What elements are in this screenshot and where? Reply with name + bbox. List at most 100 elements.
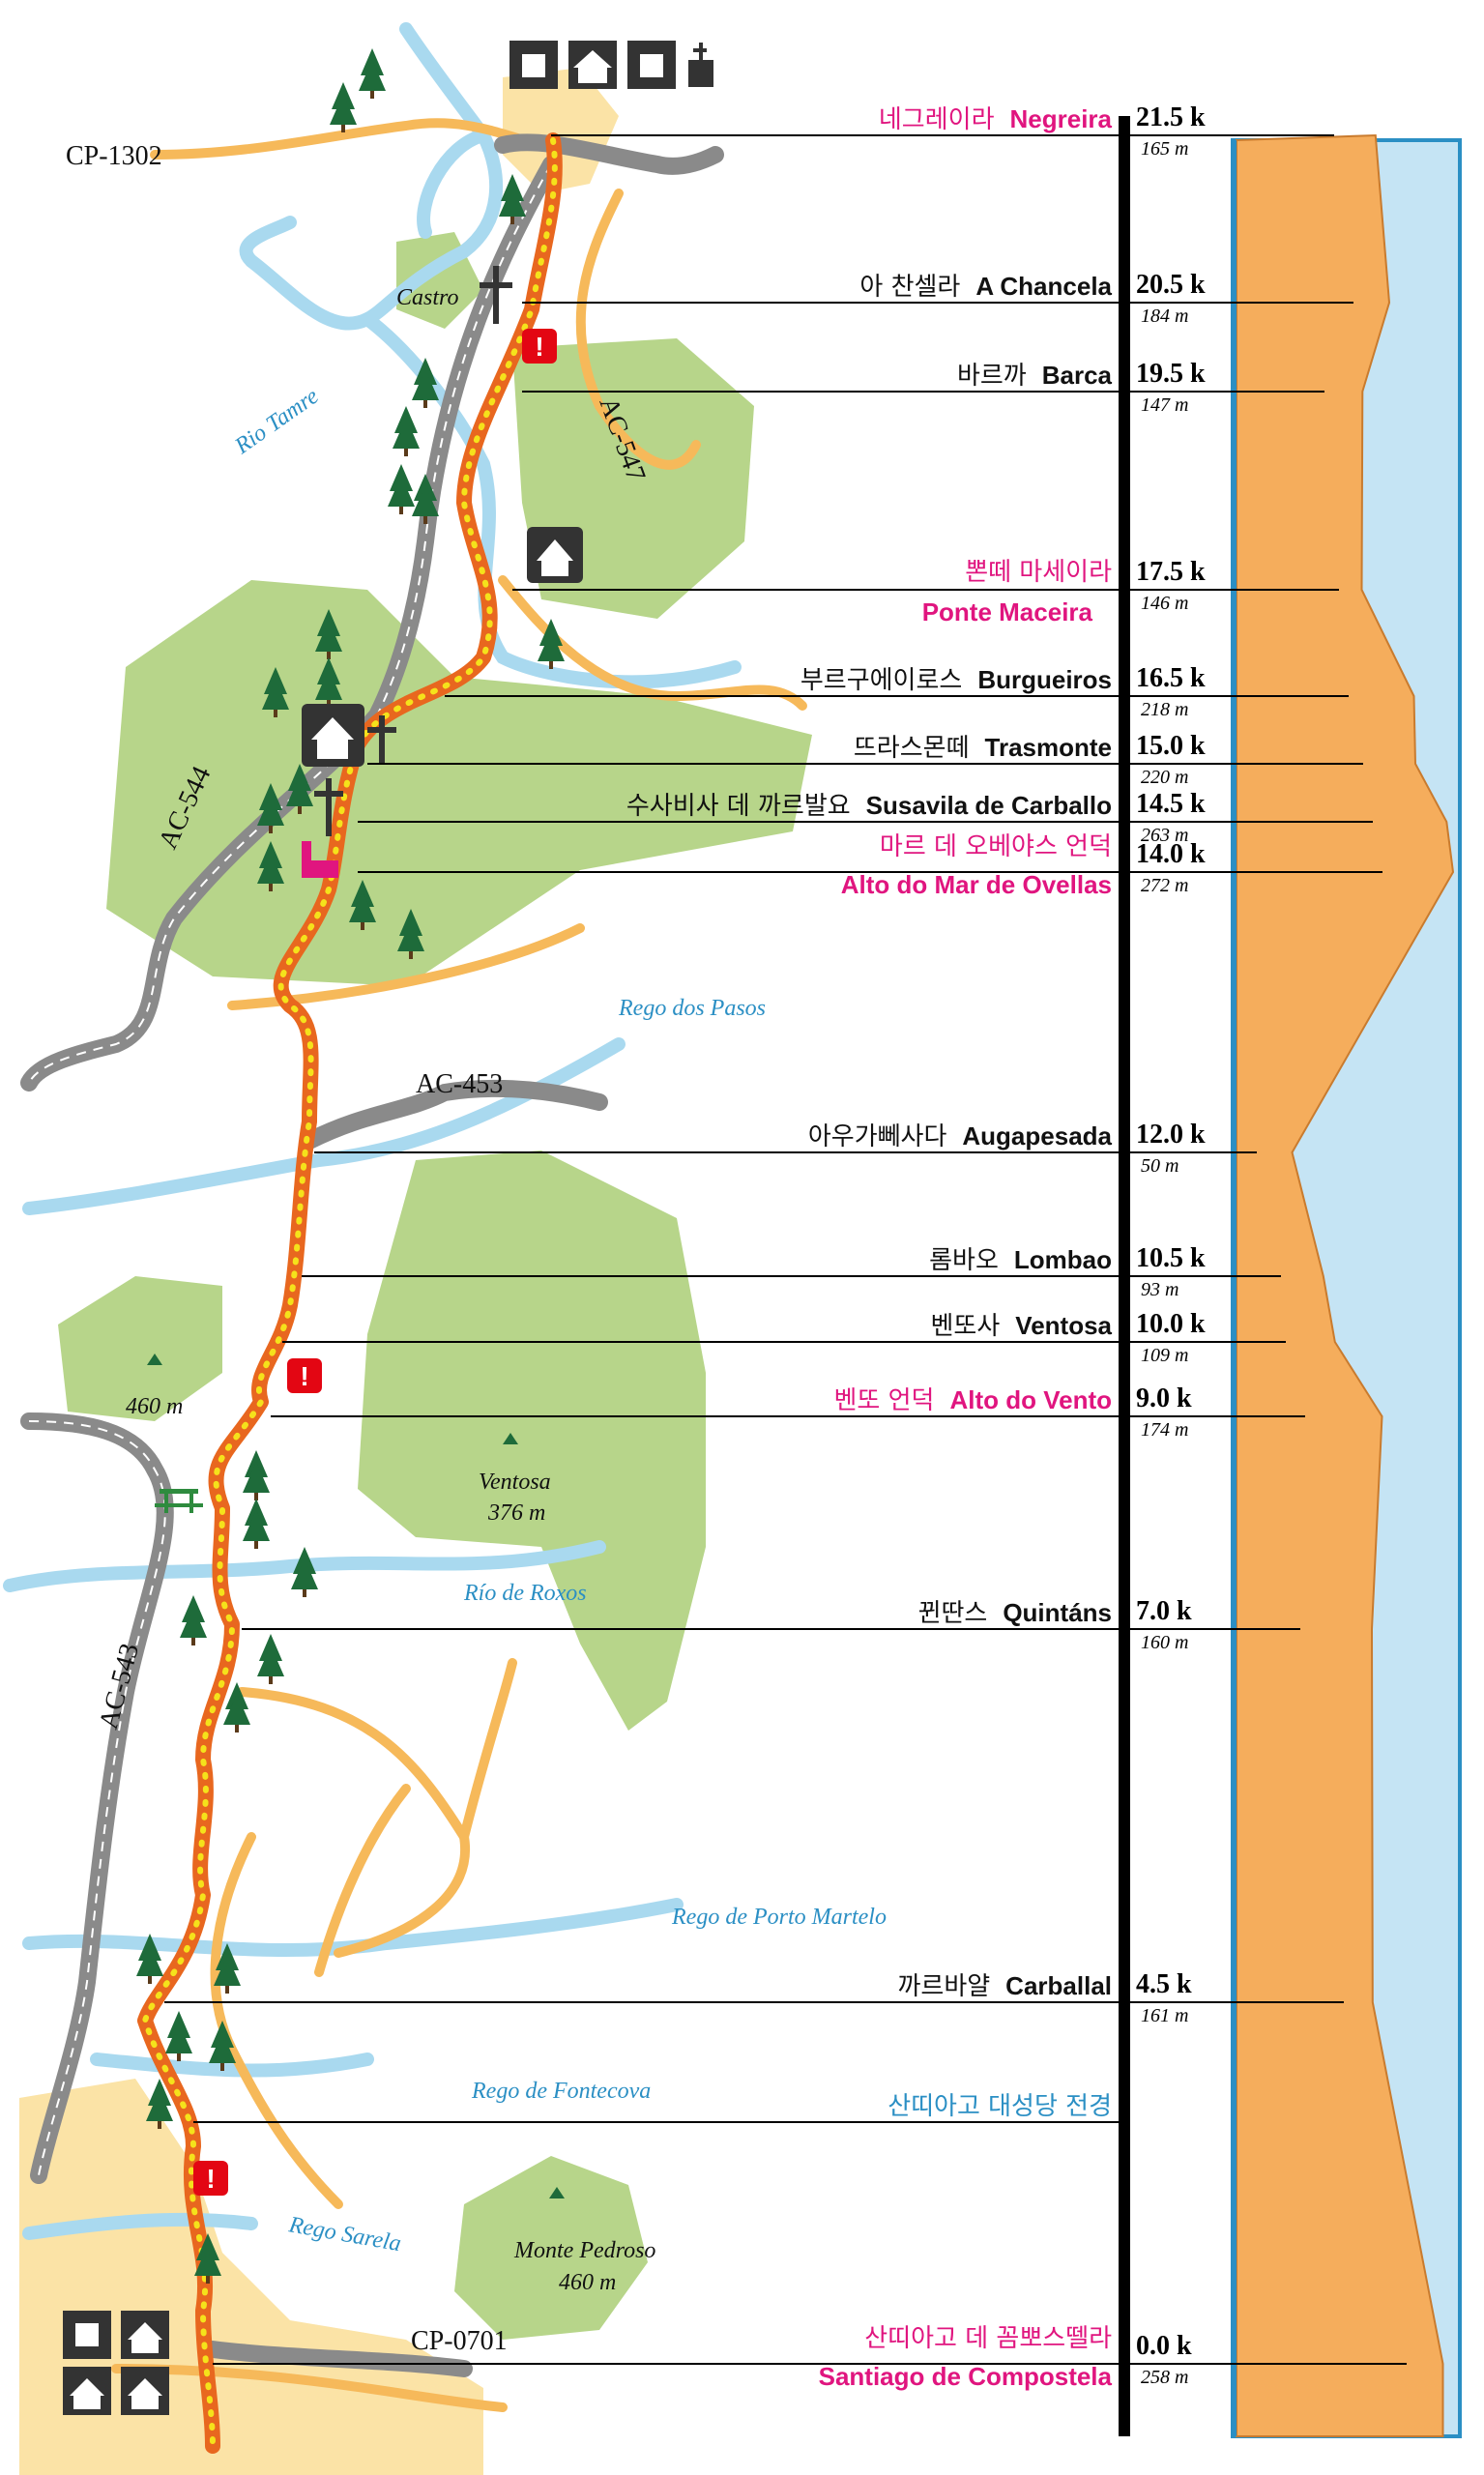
stop-elevation: 160 m [1141,1632,1188,1653]
stop-name-es: Trasmonte [985,733,1113,762]
stop-distance: 10.5 k [1136,1243,1206,1273]
negreira-services [509,41,713,89]
cross-icon [314,266,512,836]
road-label: CP-1302 [66,141,162,171]
stop-name-ko: 산띠아고 데 꼼뽀스뗄라 [864,2324,1112,2353]
stops-layer: Negreira 네그레이라 21.5 k 165 m A Chancela 아 찬셀라 2… [164,102,1407,2391]
stop-name-es: A Chancela [975,272,1112,301]
stop-distance: 12.0 k [1136,1120,1206,1150]
stop-distance: 14.5 k [1136,789,1206,819]
stop-name-ko: 롬바오 [929,1246,999,1275]
stop-elevation: 93 m [1141,1279,1178,1300]
hill-elevation: 460 m [126,1394,183,1419]
church-icon [688,43,713,87]
peak-icon [147,1354,565,2198]
local-roads [111,118,807,2412]
stop-elevation: 258 m [1141,2367,1188,2388]
castle-icon [302,841,338,878]
forest-area [454,2156,648,2340]
stop-distance: 20.5 k [1136,270,1206,300]
stop-name-ko: 아 찬셀라 [859,273,960,302]
stop-name-es: Lombao [1014,1245,1112,1274]
stop-name-es: Burgueiros [977,665,1112,694]
stop-name-es: Quintáns [1003,1598,1112,1627]
river-label: Rego dos Pasos [618,996,766,1021]
svg-text:!: ! [535,332,543,362]
picnic-icon [155,1489,203,1513]
stop-distance: 0.0 k [1136,2331,1192,2361]
chapel-icon [302,527,583,767]
elevation-profile [1119,116,1462,2438]
castro-label: Castro [396,285,458,310]
stop-name-es: Barca [1042,361,1113,390]
stop-elevation: 50 m [1141,1155,1178,1177]
stop-elevation: 272 m [1141,875,1188,896]
river-label: Río de Roxos [463,1581,587,1606]
pedroso-hill-name: Monte Pedroso [513,2238,655,2263]
river-label: Rego Sarela [286,2212,403,2257]
stop-distance: 16.5 k [1136,663,1206,693]
santiago-services [63,2311,169,2415]
stop-distance: 7.0 k [1136,1596,1192,1626]
stop-name-es: Ponte Maceira [922,597,1093,626]
negreira-town-area [503,68,619,193]
warning-icon: ! ! ! [193,329,557,2196]
stop-name-ko: 산띠아고 대성당 전경 [887,2092,1112,2121]
stop-name-ko: 벤또사 [931,1312,1001,1341]
river-label: Rego de Porto Martelo [671,1905,887,1930]
road-label: AC-543 [94,1641,145,1732]
forest-area [106,580,812,986]
stop-name-ko: 아우가뻬사다 [808,1122,947,1151]
stop-distance: 4.5 k [1136,1969,1192,1999]
stop-name-es: Susavila de Carballo [866,791,1112,820]
stop-name-es: Ventosa [1015,1311,1112,1340]
stop-name-es: Alto do Vento [949,1385,1112,1414]
stop-name-ko: 뜨라스몬떼 [854,734,970,763]
road-label: AC-453 [416,1069,503,1099]
stop-name-ko: 벤또 언덕 [834,1386,935,1415]
stop-distance: 15.0 k [1136,731,1206,761]
stop-name-ko: 까르바얄 [897,1972,990,2001]
stop-name-es: Santiago de Compostela [819,2362,1113,2391]
stop-distance: 17.5 k [1136,557,1206,587]
stop-name-es: Alto do Mar de Ovellas [841,870,1112,899]
stop-elevation: 218 m [1141,699,1188,720]
stop-distance: 10.0 k [1136,1309,1206,1339]
stop-elevation: 184 m [1141,306,1188,327]
stop-distance: 21.5 k [1136,102,1206,132]
stop-elevation: 147 m [1141,394,1188,416]
stop-elevation: 146 m [1141,593,1188,614]
stop-elevation: 165 m [1141,138,1188,160]
santiago-town-area [19,2079,483,2475]
stop-name-ko: 뀐딴스 [918,1599,988,1628]
stop-distance: 9.0 k [1136,1383,1192,1413]
svg-text:!: ! [300,1361,308,1391]
stop-name-ko: 수사비사 데 까르발요 [626,792,851,821]
forest-area [358,1150,706,1731]
stop-name-es: Negreira [1010,104,1113,133]
stop-name-es: Augapesada [962,1121,1112,1150]
stop-distance: 14.0 k [1136,839,1206,869]
rivers [3,22,742,2240]
stop-name-es: Carballal [1005,1971,1112,2000]
forest-area [58,1276,222,1421]
pedroso-hill-elevation: 460 m [559,2270,616,2295]
stop-elevation: 263 m [1141,825,1188,846]
ventosa-hill-elevation: 376 m [487,1500,545,1526]
svg-text:!: ! [206,2164,215,2194]
stop-name-ko: 마르 데 오베야스 언덕 [880,832,1112,861]
stop-elevation: 161 m [1141,2005,1188,2026]
stop-name-ko: 부르구에이로스 [800,666,962,695]
stop-elevation: 174 m [1141,1419,1188,1441]
stop-elevation: 109 m [1141,1345,1188,1366]
stop-name-ko: 네그레이라 [879,105,995,134]
stop-elevation: 220 m [1141,767,1188,788]
road-label: CP-0701 [411,2326,508,2356]
stop-name-ko: 뽄떼 마세이라 [965,558,1112,587]
stop-distance: 19.5 k [1136,359,1206,389]
ventosa-hill-name: Ventosa [479,1470,551,1495]
river-label: Rego de Fontecova [471,2079,651,2104]
river-label: Rio Tamre [230,384,324,460]
stop-name-ko: 바르까 [957,362,1027,391]
